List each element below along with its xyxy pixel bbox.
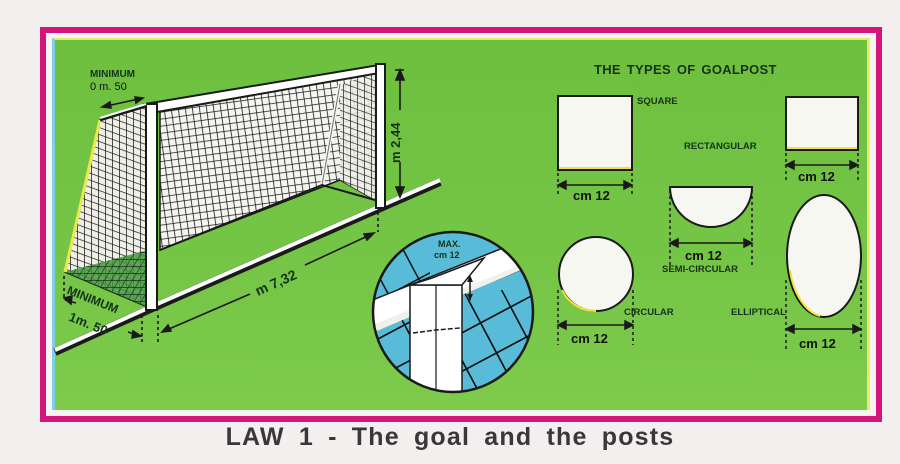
inset-label-max: MAX. <box>438 239 461 249</box>
figure-caption: LAW 1 - The goal and the posts <box>225 423 675 451</box>
height-label: m 2,44 <box>388 122 403 163</box>
depth-top-dimension <box>99 96 146 109</box>
square-post-shape <box>557 95 633 171</box>
elliptical-dimension: cm 12 <box>799 336 836 351</box>
goalpost-types-shapes <box>556 95 863 352</box>
square-dimension: cm 12 <box>573 188 610 203</box>
inset-label-value: cm 12 <box>434 250 460 260</box>
goal-line <box>53 178 442 356</box>
depth-bottom-dimension <box>62 276 144 345</box>
elliptical-label: ELLIPTICAL <box>731 307 786 318</box>
width-dimension <box>157 212 379 345</box>
height-dimension <box>394 67 406 200</box>
semicircular-post-shape <box>668 186 754 228</box>
rectangular-label: RECTANGULAR <box>684 141 757 152</box>
depth-top-value: 0 m. 50 <box>90 81 127 93</box>
rectangular-post-shape <box>785 96 859 151</box>
circular-label: CIRCULAR <box>624 307 674 318</box>
semicircular-dimension: cm 12 <box>685 248 722 263</box>
depth-top-label: MINIMUM <box>90 69 135 80</box>
goalpost-types-title: THE TYPES OF GOALPOST <box>594 62 777 77</box>
rectangular-dimension: cm 12 <box>798 169 835 184</box>
elliptical-post-shape <box>786 194 862 318</box>
square-label: SQUARE <box>637 96 678 107</box>
goal-frame <box>99 62 386 311</box>
semicircular-label: SEMI-CIRCULAR <box>662 264 738 275</box>
circular-dimension: cm 12 <box>571 331 608 346</box>
